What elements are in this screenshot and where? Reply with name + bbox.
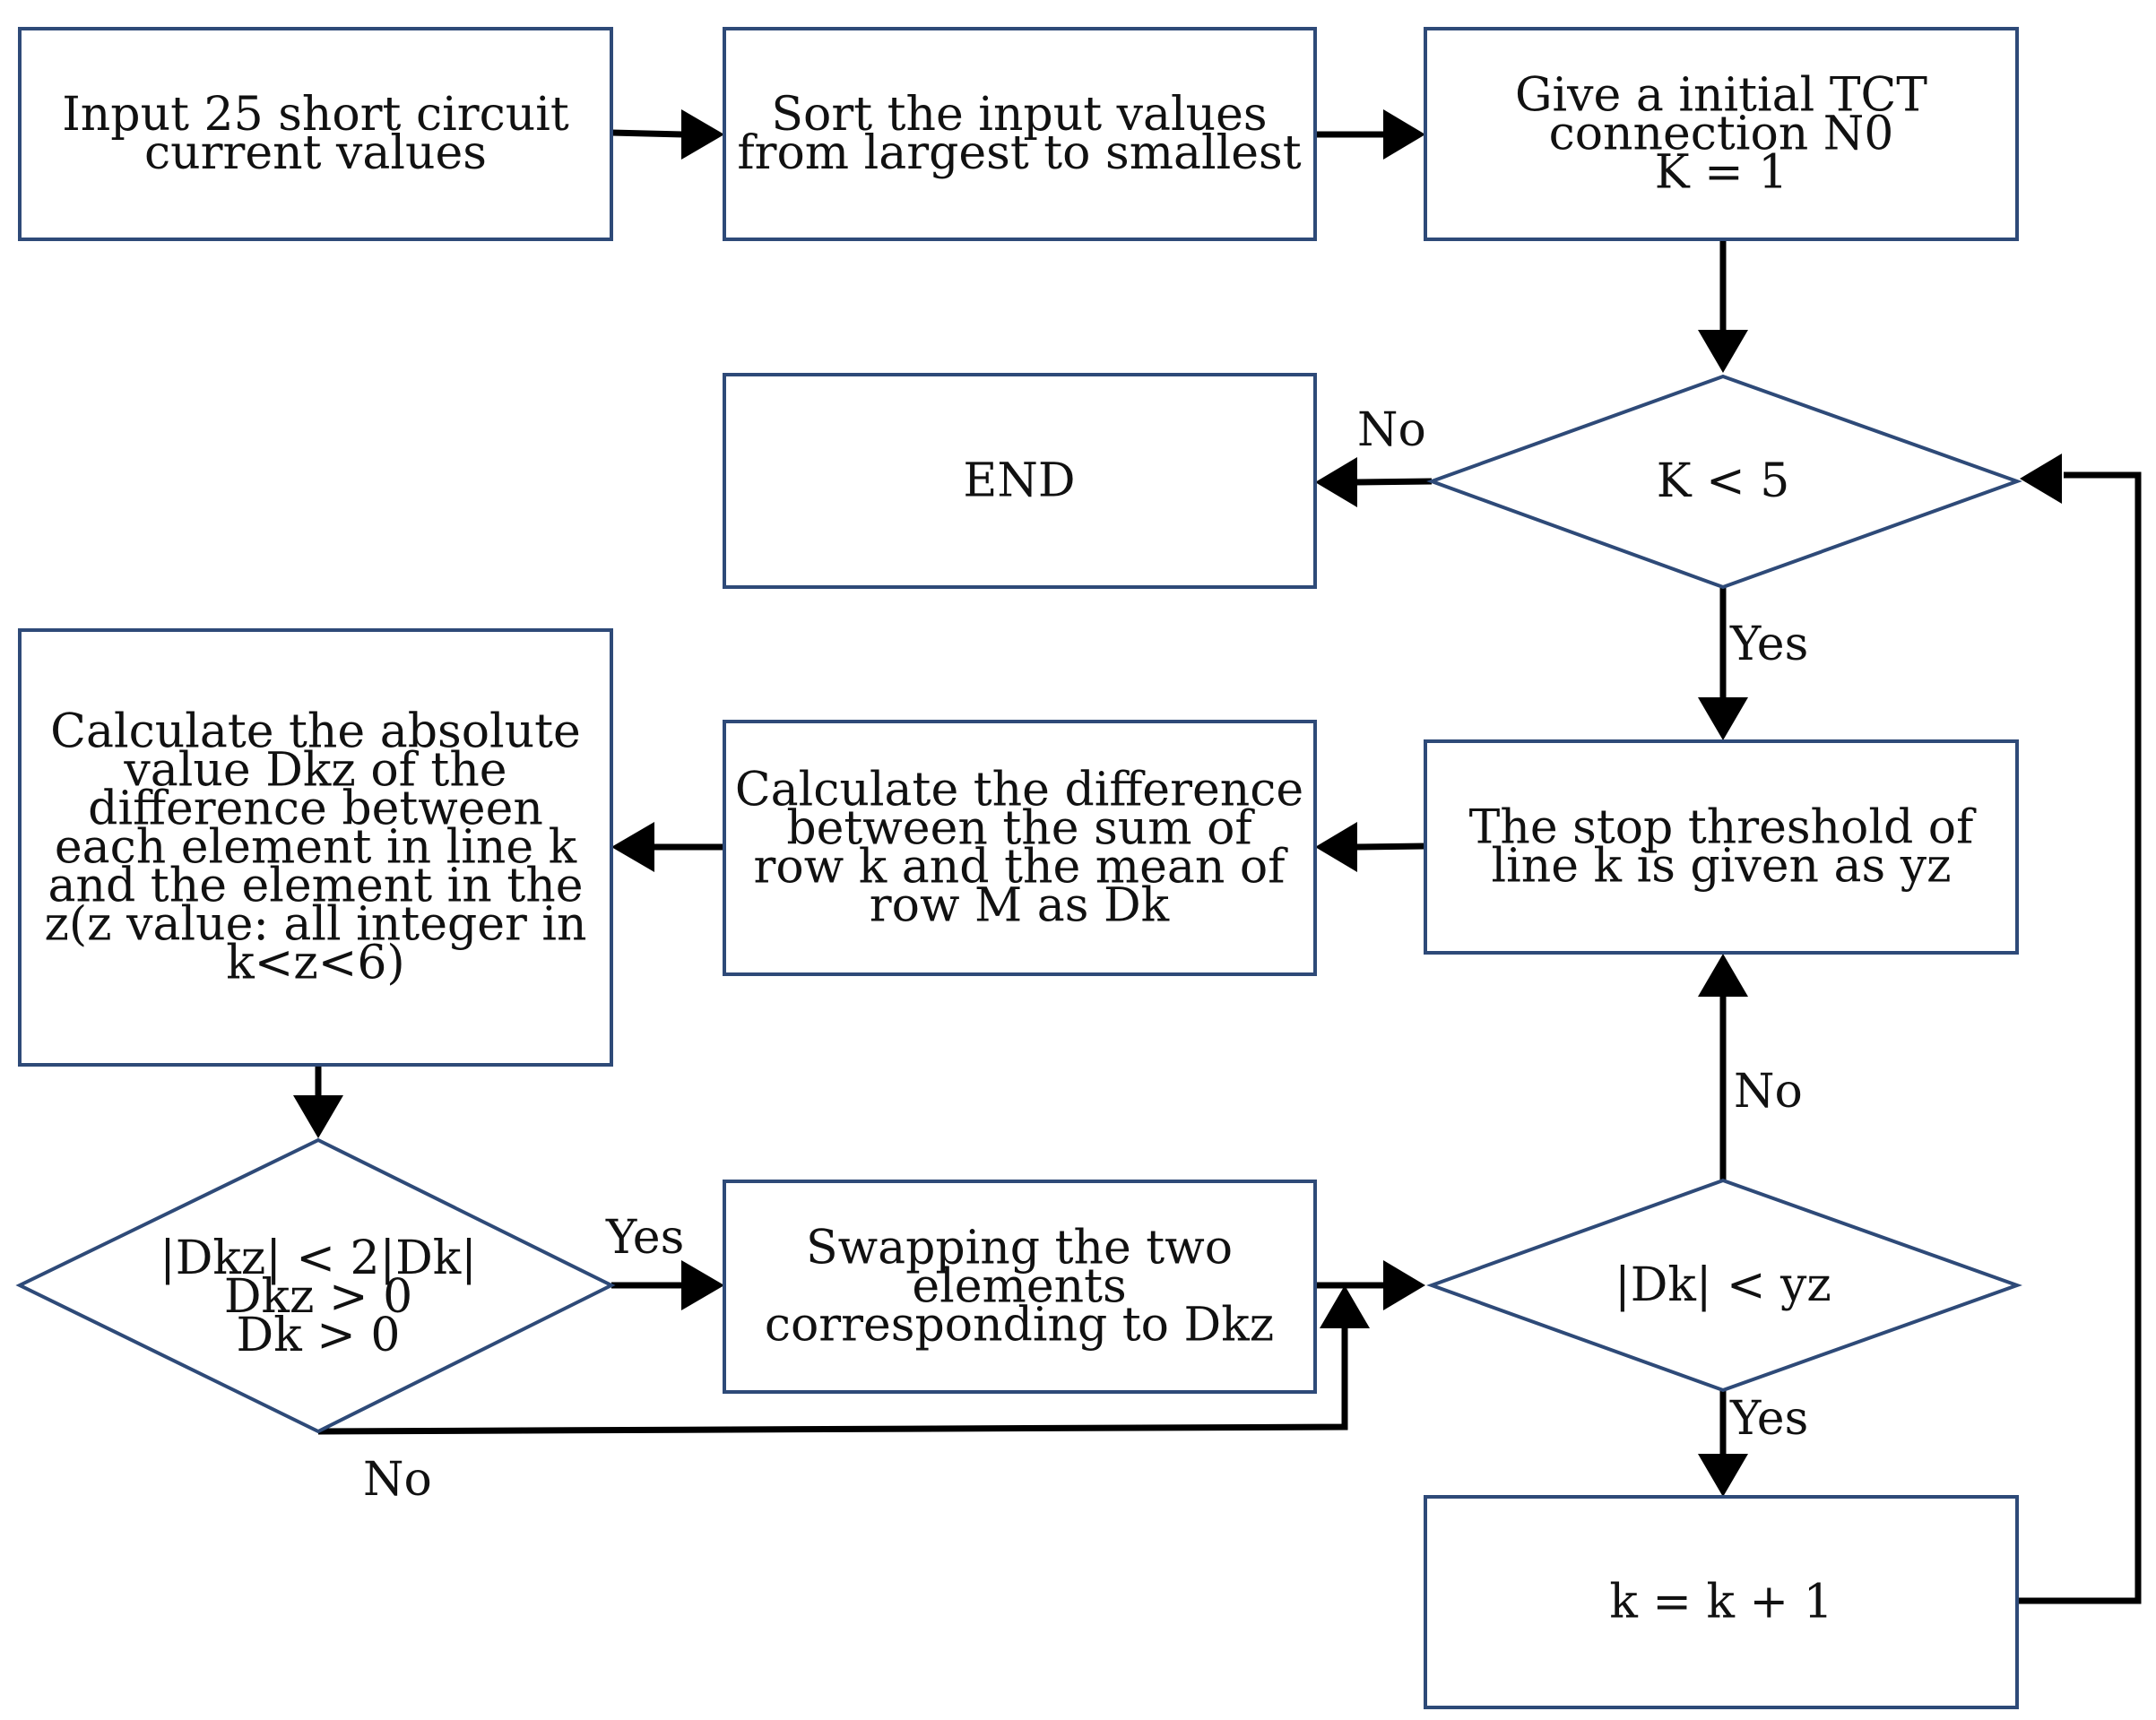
edge-label-k-yes: Yes (1729, 618, 1808, 671)
node-text-line: elements (912, 1260, 1126, 1314)
node-text-line: |Dkz| < 2|Dk| (160, 1232, 477, 1285)
arrowhead-kcheck (1698, 330, 1748, 373)
node-text-line: Calculate the absolute (50, 705, 581, 759)
node-text-line: from largest to smallest (737, 126, 1301, 180)
arrowhead-dkzcheck-no (1320, 1285, 1370, 1328)
node-text-line: END (963, 454, 1075, 508)
edge-label-dk-no: No (1734, 1065, 1803, 1119)
arrowhead-diff (1315, 822, 1357, 872)
arrowhead-init (1383, 109, 1425, 160)
node-text-line: row M as Dk (870, 879, 1170, 933)
arrowhead-dkzcheck (293, 1095, 343, 1138)
node-text-line: between the sum of (786, 802, 1255, 856)
node-text-line: and the element in the (48, 860, 584, 913)
node-text-line: Dk > 0 (237, 1309, 401, 1362)
node-text-line: each element in line k (55, 821, 577, 875)
node-text-line: Sort the input values (771, 88, 1267, 142)
arrowhead-end (1315, 457, 1357, 507)
edge-input-to-sort (610, 129, 684, 138)
arrowhead-kcheck-loop (2020, 454, 2062, 504)
node-text-line: k<z<6) (226, 937, 404, 990)
edge-label-dkz-no: No (363, 1453, 432, 1507)
node-text-line: row k and the mean of (754, 841, 1289, 895)
arrowhead-swap (681, 1260, 724, 1310)
node-text-line: difference between (88, 782, 543, 836)
edge-increment-loop (2013, 471, 2142, 1604)
node-increment-text: k = k + 1 (1609, 1576, 1832, 1629)
node-text-line: K = 1 (1655, 146, 1788, 200)
node-text-line: Input 25 short circuit (62, 88, 569, 142)
edges (293, 109, 2142, 1604)
node-text-line: line k is given as yz (1491, 840, 1951, 894)
node-text-line: Swapping the two (806, 1222, 1233, 1275)
edge-kcheck-to-end (1355, 478, 1433, 486)
arrowhead-sort (681, 109, 724, 160)
edge-label-k-no: No (1357, 403, 1426, 457)
node-text-line: connection N0 (1549, 108, 1894, 161)
node-text-line: z(z value: all integer in (44, 898, 586, 952)
node-end-text: END (963, 454, 1075, 508)
node-text-line: current values (144, 126, 487, 180)
edge-threshold-to-diff (1355, 843, 1426, 851)
node-k-check: K < 5 (1426, 374, 2022, 590)
node-text-line: corresponding to Dkz (765, 1299, 1274, 1353)
node-dk-check-text: |Dk| < yz (1615, 1258, 1831, 1312)
arrowhead-threshold-bottom (1698, 954, 1748, 997)
edge-dkzcheck-no (317, 1327, 1348, 1435)
node-text-line: Dkz > 0 (224, 1270, 412, 1324)
arrowhead-absdiff (611, 822, 654, 872)
arrowhead-increment (1698, 1454, 1748, 1497)
node-text-line: k = k + 1 (1609, 1576, 1832, 1629)
edge-label-dkz-yes: Yes (605, 1211, 684, 1265)
node-text-line: Give a initial TCT (1515, 69, 1927, 123)
node-k-check-text: K < 5 (1657, 454, 1790, 508)
node-text-line: K < 5 (1657, 454, 1790, 508)
arrowhead-threshold-top (1698, 697, 1748, 740)
arrowhead-dkcheck (1383, 1260, 1425, 1310)
node-text-line: Calculate the difference (735, 764, 1303, 817)
node-dk-check: |Dk| < yz (1426, 1178, 2022, 1393)
node-text-line: value Dkz of the (123, 744, 507, 798)
edge-label-dk-yes: Yes (1729, 1392, 1808, 1446)
node-increment: k = k + 1 (1424, 1495, 2019, 1709)
node-end: END (723, 373, 1317, 589)
node-text-line: |Dk| < yz (1615, 1258, 1831, 1312)
node-text-line: The stop threshold of (1469, 801, 1977, 855)
